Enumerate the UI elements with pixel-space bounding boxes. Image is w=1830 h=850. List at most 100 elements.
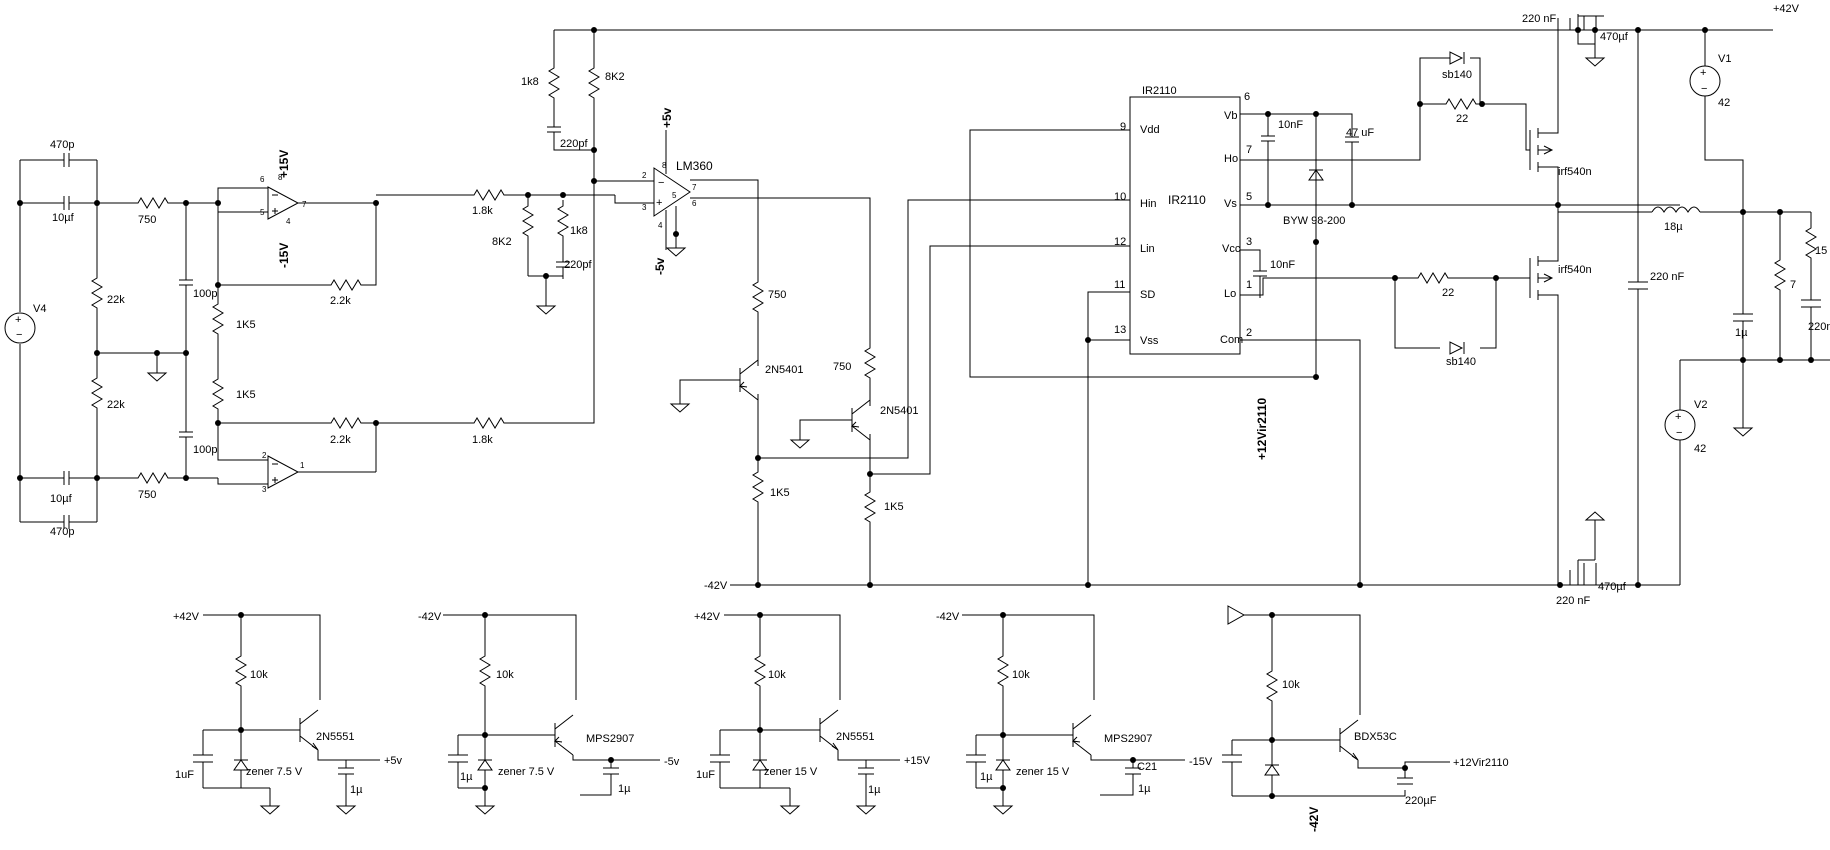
reg2-input: -42V [418,611,442,623]
level-shifter: 750 2N5401 1K5 750 2N5401 1K5 -42V [670,199,1680,592]
output-stage: 220 nF 470µf +42V 220 nF +− V1 42 1µ 18µ [1522,3,1830,607]
svg-text:+: + [1675,411,1681,423]
svg-text:7: 7 [302,200,307,209]
svg-text:5: 5 [672,191,677,200]
v2-value: 42 [1694,443,1706,455]
cap-220n: 220n [1808,321,1830,333]
res-1k8-b: 1.8k [472,434,493,446]
cap-100p-a: 100p [193,288,217,300]
res-1k5-a: 1K5 [236,319,256,331]
reg5-transistor: BDX53C [1354,731,1397,743]
svg-text:−: − [1676,427,1682,439]
plus12vir-label: +12Vir2110 [1255,397,1269,460]
reg2-output: -5v [664,756,680,768]
reg5-res: 10k [1282,679,1300,691]
ir2110-top-label: IR2110 [1142,85,1177,97]
lm360-label: LM360 [676,159,713,173]
svg-text:8: 8 [278,173,283,182]
voltage-source-v4: + − V4 [4,160,46,478]
reg1-transistor: 2N5551 [316,731,355,743]
res-8k2-a: 8K2 [492,236,512,248]
pin-num-3: 3 [1246,236,1252,248]
res-750-c: 750 [768,289,786,301]
reg4-res: 10k [1012,669,1030,681]
voltage-source-v1: + − V1 42 [1689,30,1744,232]
svg-text:3: 3 [642,203,647,212]
reg3-res: 10k [768,669,786,681]
reg1-out-cap: 1µ [350,784,363,796]
v4-label: V4 [33,303,46,315]
reg2-zener: zener 7.5 V [498,766,555,778]
res-1k5-c: 1K5 [770,487,790,499]
cap-220pf-top: 220pf [560,138,588,150]
v1-value: 42 [1718,97,1730,109]
pin-num-9: 9 [1120,121,1126,133]
reg5-output: +12Vir2110 [1453,757,1509,769]
res-22k-b: 22k [107,399,125,411]
res-22-a: 22 [1456,113,1468,125]
reg4-output: -15V [1189,756,1213,768]
svg-text:2: 2 [642,171,647,180]
svg-text:+: + [15,314,21,326]
pin-num-11: 11 [1114,279,1125,291]
v2-label: V2 [1694,399,1707,411]
svg-text:4: 4 [286,217,291,226]
ir2110-center-label: IR2110 [1168,193,1206,207]
mosfet-irf540n-high: irf540n [1529,30,1592,205]
mosfet-irf540n-low: irf540n [1529,205,1592,585]
ir2110-driver: IR2110 IR2110 Vdd Hin Lin SD Vss Vb Ho V… [969,30,1680,585]
v1-label: V1 [1718,53,1731,65]
fet-irf540n-b-label: irf540n [1558,264,1592,276]
pin-num-12: 12 [1114,236,1126,248]
cap-220nf-mid: 220 nF [1650,271,1685,283]
pin-sd: SD [1140,289,1155,301]
plus5v-label: +5v [660,107,674,128]
res-1k5-d: 1K5 [884,501,904,513]
reg2-out-cap: 1µ [618,783,631,795]
pin-num-13: 13 [1114,324,1126,336]
pin-hin: Hin [1140,198,1157,210]
svg-text:1: 1 [300,461,305,470]
plus42v-label: +42V [1773,3,1800,15]
reg3-zener: zener 15 V [764,766,818,778]
regulator-1: +42V 10k 2N5551 1uF zener 7.5 V 1µ +5v [173,611,403,815]
reg4-zener: zener 15 V [1016,766,1070,778]
pin-num-10: 10 [1114,191,1126,203]
svg-text:5: 5 [260,208,265,217]
pin-vss: Vss [1140,335,1159,347]
cap-220pf-a: 220pf [564,259,592,271]
reg4-out-cap: 1µ [1138,783,1151,795]
regulator-2: -42V 10k MPS2907 1µ zener 7.5 V 1µ -5v [418,611,680,815]
svg-text:−: − [1701,83,1707,95]
svg-text:−: − [658,177,664,189]
reg3-out-cap: 1µ [868,784,881,796]
reg1-cap: 1uF [175,769,194,781]
res-8k2-top: 8K2 [605,71,625,83]
cap-470p-bot: 470p [50,526,74,538]
reg1-output: +5v [384,755,403,767]
cap-10uf-top: 10µf [52,212,75,224]
reg3-cap: 1uF [696,769,715,781]
res-22k-a: 22k [107,294,125,306]
svg-text:2: 2 [262,451,267,460]
pin-ho: Ho [1224,153,1238,165]
cap-470uf-top: 470µf [1600,31,1629,43]
reg2-res: 10k [496,669,514,681]
svg-text:4: 4 [658,221,663,230]
svg-text:+: + [1700,67,1706,79]
svg-text:8: 8 [662,161,667,170]
res-1k5-b: 1K5 [236,389,256,401]
cap-10nf-b: 10nF [1270,259,1295,271]
cap-220nf-bot: 220 nF [1556,595,1591,607]
minus42v-bus-label: -42V [704,580,728,592]
res-750-d: 750 [833,361,851,373]
svg-text:+: + [656,197,662,209]
svg-text:3: 3 [262,485,267,494]
cap-100p-b: 100p [193,444,217,456]
cap-1u: 1µ [1735,327,1748,339]
reg2-cap: 1µ [460,771,473,783]
pin-vb: Vb [1224,110,1237,122]
svg-text:−: − [16,329,22,341]
res-22-b: 22 [1442,287,1454,299]
reg1-input: +42V [173,611,200,623]
